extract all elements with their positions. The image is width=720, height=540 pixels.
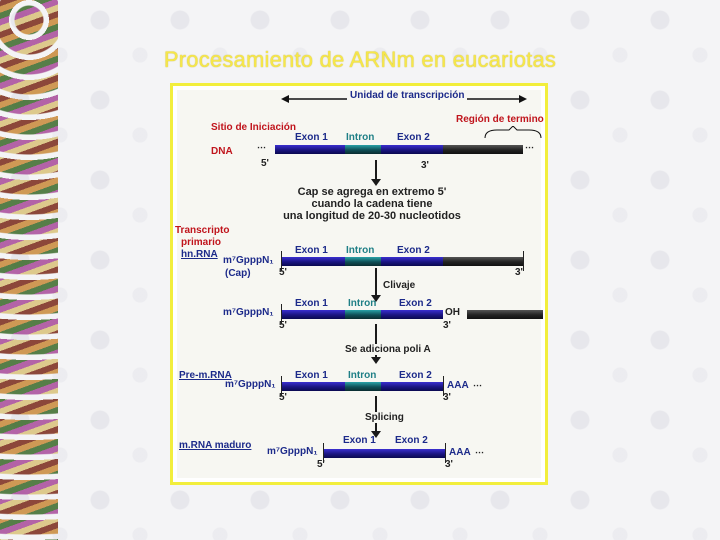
cleaved-fragment-segment bbox=[467, 310, 543, 319]
polya-step-label: Se adiciona poli A bbox=[343, 344, 433, 355]
cl-cap-m7gppp: m⁷Gppp bbox=[223, 307, 262, 318]
cl-3prime: 3' bbox=[443, 320, 451, 331]
pre-cap-formula: m⁷GpppN₁ bbox=[225, 379, 275, 390]
pre-intron-label: Intron bbox=[348, 370, 376, 381]
step-arrow-1 bbox=[375, 160, 377, 180]
mat-exon1-label: Exon 1 bbox=[343, 435, 376, 446]
dna-intron-label: Intron bbox=[346, 132, 374, 143]
start-site-label: Sitio de Iniciación bbox=[211, 122, 296, 133]
cl-exon1-label: Exon 1 bbox=[295, 298, 328, 309]
dna-5prime: 5' bbox=[261, 158, 269, 169]
cap-label: (Cap) bbox=[225, 268, 251, 279]
primary-transcript-label-2: primario bbox=[181, 237, 221, 248]
pre-polya-dots: ⋯ bbox=[473, 380, 482, 391]
dna-exon2-label: Exon 2 bbox=[397, 132, 430, 143]
hn-intron-segment bbox=[345, 257, 381, 266]
diagram-canvas: Unidad de transcripción Sitio de Iniciac… bbox=[177, 90, 541, 478]
mat-cap-n1: N₁ bbox=[306, 446, 317, 457]
pre-exon1-label: Exon 1 bbox=[295, 370, 328, 381]
mat-3prime: 3' bbox=[445, 459, 453, 470]
hn-intron-label: Intron bbox=[346, 245, 374, 256]
hn-3prime: 3' bbox=[515, 267, 523, 278]
dna-exon2-segment bbox=[381, 145, 443, 154]
mat-polya-tail: AAA bbox=[449, 447, 471, 458]
hn-3prime-tick bbox=[523, 251, 524, 271]
step-arrow-2 bbox=[375, 268, 377, 296]
mat-polya-dots: ⋯ bbox=[475, 447, 484, 458]
dna-helix-decoration bbox=[0, 0, 58, 540]
dna-exon1-label: Exon 1 bbox=[295, 132, 328, 143]
dna-label: DNA bbox=[211, 146, 233, 157]
hn-exon1-label: Exon 1 bbox=[295, 245, 328, 256]
pre-polya-tail: AAA bbox=[447, 380, 469, 391]
dna-3prime: 3' bbox=[421, 160, 429, 171]
cl-cap-n1: N₁ bbox=[262, 307, 273, 318]
primary-transcript-label-1: Transcripto bbox=[175, 225, 229, 236]
cl-exon2-segment bbox=[381, 310, 443, 319]
mat-exon2-segment bbox=[383, 449, 445, 458]
dna-exon1-segment bbox=[275, 145, 345, 154]
hn-tail-segment bbox=[443, 257, 523, 266]
mat-cap-m7gppp: m⁷Gppp bbox=[267, 446, 306, 457]
mat-cap-formula: m⁷GpppN₁ bbox=[267, 446, 317, 457]
pre-cap-n1: N₁ bbox=[264, 379, 275, 390]
termination-brace bbox=[483, 126, 543, 142]
cl-exon1-segment bbox=[281, 310, 345, 319]
hn-cap-n1: N₁ bbox=[262, 255, 273, 266]
cl-cap-formula: m⁷GpppN₁ bbox=[223, 307, 273, 318]
dna-intron-segment bbox=[345, 145, 381, 154]
termination-region-label: Región de termino bbox=[456, 114, 544, 125]
slide-title: Procesamiento de ARNm en eucariotas bbox=[0, 47, 720, 73]
hnrna-label: hn.RNA bbox=[181, 249, 218, 260]
mat-exon2-label: Exon 2 bbox=[395, 435, 428, 446]
dna-termination-segment bbox=[443, 145, 523, 154]
cap-note-line3: una longitud de 20-30 nucleotidos bbox=[257, 210, 487, 222]
hn-exon2-label: Exon 2 bbox=[397, 245, 430, 256]
pre-exon1-segment bbox=[281, 382, 345, 391]
cl-intron-label: Intron bbox=[348, 298, 376, 309]
pre-cap-m7gppp: m⁷Gppp bbox=[225, 379, 264, 390]
dna-upstream-dots: ⋯ bbox=[257, 142, 266, 153]
mature-mrna-label: m.RNA maduro bbox=[179, 440, 251, 451]
cap-note-line2: cuando la cadena tiene bbox=[257, 198, 487, 210]
cap-note-line1: Cap se agrega en extremo 5' bbox=[257, 186, 487, 198]
hn-exon1-segment bbox=[281, 257, 345, 266]
mat-5prime: 5' bbox=[317, 459, 325, 470]
cap-note: Cap se agrega en extremo 5' cuando la ca… bbox=[257, 186, 487, 222]
dna-downstream-dots: ⋯ bbox=[525, 142, 534, 153]
transcription-unit-label: Unidad de transcripción bbox=[347, 90, 467, 101]
splicing-label: Splicing bbox=[363, 412, 406, 423]
cl-5prime: 5' bbox=[279, 320, 287, 331]
hn-cap-formula: m⁷GpppN₁ bbox=[223, 255, 273, 266]
hn-5prime: 5' bbox=[279, 267, 287, 278]
mat-exon1-segment bbox=[323, 449, 383, 458]
hn-exon2-segment bbox=[381, 257, 443, 266]
pre-intron-segment bbox=[345, 382, 381, 391]
cleavage-label: Clivaje bbox=[383, 280, 415, 291]
pre-exon2-label: Exon 2 bbox=[399, 370, 432, 381]
oh-label: OH bbox=[445, 307, 460, 318]
diagram-panel: Unidad de transcripción Sitio de Iniciac… bbox=[170, 83, 548, 485]
pre-mrna-label: Pre-m.RNA bbox=[179, 370, 232, 381]
pre-5prime: 5' bbox=[279, 392, 287, 403]
hn-cap-m7gppp: m⁷Gppp bbox=[223, 255, 262, 266]
pre-3prime: 3' bbox=[443, 392, 451, 403]
cl-intron-segment bbox=[345, 310, 381, 319]
pre-exon2-segment bbox=[381, 382, 443, 391]
cl-exon2-label: Exon 2 bbox=[399, 298, 432, 309]
